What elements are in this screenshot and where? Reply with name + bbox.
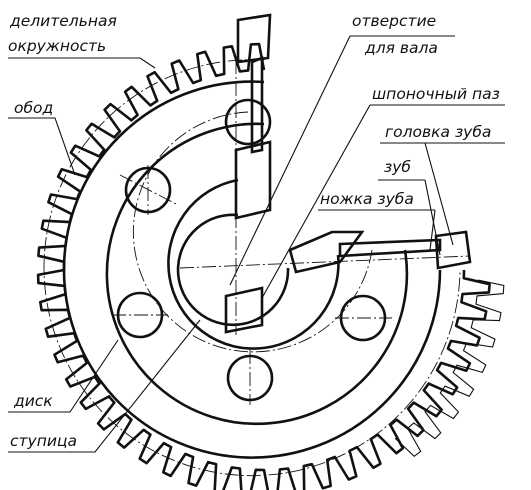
section-rim-top bbox=[236, 13, 272, 64]
hole-top bbox=[224, 98, 272, 146]
gear-teeth bbox=[36, 42, 505, 490]
shaft-hole-circle bbox=[176, 213, 290, 327]
section-rim-right bbox=[434, 230, 472, 270]
label-shaft-hole-2: для вала bbox=[364, 39, 438, 57]
label-pitch-circle-2: окружность bbox=[8, 37, 106, 55]
label-hub: ступица bbox=[10, 432, 77, 450]
label-tooth-head: головка зуба bbox=[385, 123, 491, 141]
rim-inner-edge bbox=[62, 80, 442, 459]
section-hub-right bbox=[288, 230, 365, 274]
label-disc: диск bbox=[13, 392, 53, 410]
tooth-profile bbox=[36, 42, 491, 490]
label-tooth: зуб bbox=[384, 158, 411, 176]
section-hub-lower bbox=[224, 286, 264, 334]
label-rim: обод bbox=[14, 99, 53, 117]
hole-pitch-circle bbox=[132, 111, 373, 353]
section-web-horizontal bbox=[338, 238, 442, 258]
section-hub-upper bbox=[234, 140, 272, 220]
tooth-face-depth bbox=[394, 279, 505, 458]
hub-inner-circle bbox=[167, 178, 340, 350]
section-web-vertical bbox=[250, 56, 264, 154]
leader-lines bbox=[8, 35, 505, 453]
label-shaft-hole-1: отверстие bbox=[352, 12, 436, 30]
hub-outer-circle bbox=[105, 122, 409, 426]
label-tooth-root: ножка зуба bbox=[320, 190, 414, 208]
pitch-circle-line bbox=[43, 59, 461, 477]
label-keyway: шпоночный паз bbox=[372, 85, 500, 103]
lightening-holes bbox=[112, 98, 392, 405]
label-pitch-circle-1: делительная bbox=[9, 12, 117, 30]
